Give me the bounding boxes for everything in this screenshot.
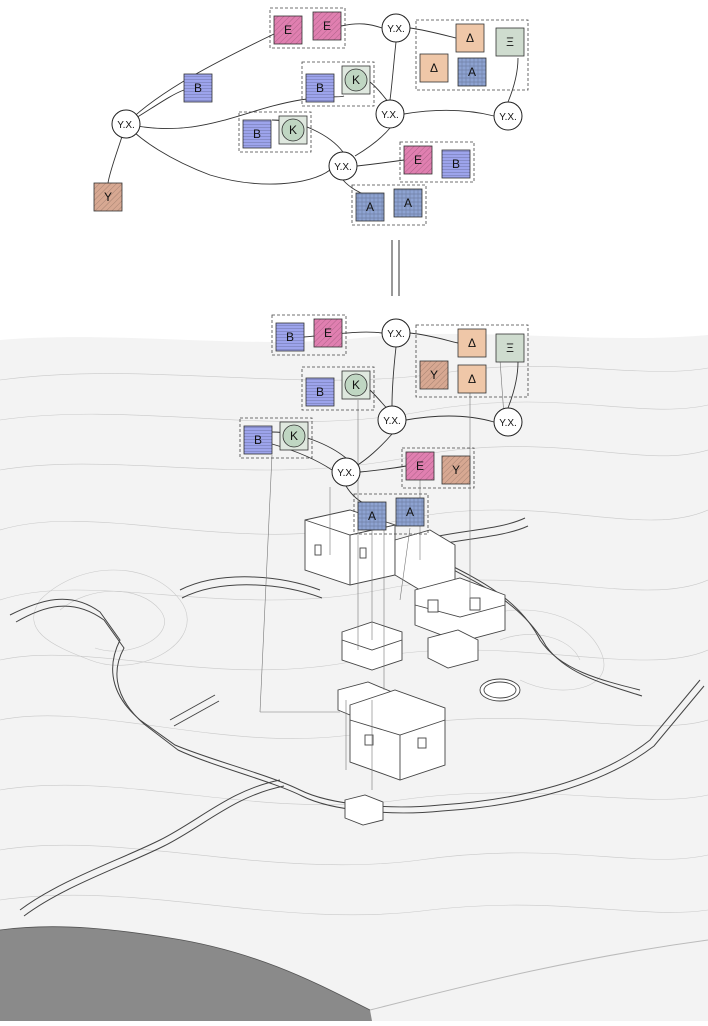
room-delta-node: Δ bbox=[420, 54, 448, 82]
room-label: B bbox=[253, 127, 261, 141]
room-label: E bbox=[414, 153, 422, 167]
connector-edge bbox=[357, 160, 404, 166]
junction-node: Y.X. bbox=[378, 406, 406, 434]
room-a-node: A bbox=[394, 189, 422, 217]
equals-separator bbox=[392, 240, 399, 296]
room-k-node: K bbox=[342, 66, 370, 94]
room-k-node: K bbox=[280, 422, 308, 450]
room-label: Δ bbox=[468, 372, 476, 386]
junction-node: Y.X. bbox=[382, 14, 410, 42]
room-b-node: B bbox=[306, 378, 334, 406]
terrain-drawing bbox=[0, 334, 708, 1021]
room-label: K bbox=[289, 123, 297, 137]
room-e-node: E bbox=[404, 146, 432, 174]
room-b-node: B bbox=[184, 74, 212, 102]
room-e-node: E bbox=[314, 319, 342, 347]
room-y-node: Y bbox=[420, 361, 448, 389]
junction-label: Y.X. bbox=[117, 120, 135, 131]
connector-edge bbox=[508, 58, 518, 102]
room-label: Δ bbox=[466, 31, 474, 45]
room-label: Δ bbox=[430, 61, 438, 75]
room-label: A bbox=[368, 509, 376, 523]
room-label: B bbox=[452, 157, 460, 171]
terrain-plane bbox=[0, 334, 708, 1021]
room-b-node: B bbox=[276, 323, 304, 351]
junction-label: Y.X. bbox=[387, 24, 405, 35]
room-label: E bbox=[323, 19, 331, 33]
junction-node: Y.X. bbox=[332, 458, 360, 486]
room-b-node: B bbox=[243, 120, 271, 148]
connector-edge bbox=[355, 128, 390, 156]
junction-label: Y.X. bbox=[499, 112, 517, 123]
room-delta-node: Δ bbox=[456, 24, 484, 52]
room-k-node: K bbox=[279, 116, 307, 144]
junction-node: Y.X. bbox=[112, 110, 140, 138]
room-e-node: E bbox=[274, 16, 302, 44]
room-label: Δ bbox=[468, 336, 476, 350]
room-label: Y bbox=[104, 190, 112, 204]
junction-label: Y.X. bbox=[381, 110, 399, 121]
room-a-node: A bbox=[358, 502, 386, 530]
room-e-node: E bbox=[313, 12, 341, 40]
room-label: B bbox=[286, 330, 294, 344]
room-e-node: E bbox=[406, 452, 434, 480]
connector-edge bbox=[404, 110, 494, 116]
room-label: E bbox=[324, 326, 332, 340]
room-label: Y bbox=[452, 463, 460, 477]
room-label: B bbox=[254, 433, 262, 447]
room-xi-node: Ξ bbox=[496, 334, 524, 362]
junction-label: Y.X. bbox=[337, 468, 355, 479]
room-label: Y bbox=[430, 368, 438, 382]
connector-edge bbox=[390, 42, 396, 100]
room-label: B bbox=[316, 385, 324, 399]
room-delta-node: Δ bbox=[458, 365, 486, 393]
junction-node: Y.X. bbox=[376, 100, 404, 128]
connector-edge bbox=[341, 24, 382, 28]
room-label: E bbox=[284, 23, 292, 37]
room-y-node: Y bbox=[442, 456, 470, 484]
room-b-node: B bbox=[306, 74, 334, 102]
room-label: A bbox=[404, 196, 412, 210]
junction-node: Y.X. bbox=[494, 102, 522, 130]
junction-label: Y.X. bbox=[499, 418, 517, 429]
junction-node: Y.X. bbox=[382, 319, 410, 347]
room-label: K bbox=[352, 73, 360, 87]
junction-node: Y.X. bbox=[494, 408, 522, 436]
room-xi-node: Ξ bbox=[496, 28, 524, 56]
room-label: Ξ bbox=[506, 35, 514, 49]
room-k-node: K bbox=[342, 371, 370, 399]
room-label: E bbox=[416, 459, 424, 473]
room-label: B bbox=[316, 81, 324, 95]
room-label: A bbox=[468, 65, 476, 79]
junction-label: Y.X. bbox=[334, 162, 352, 173]
room-a-node: A bbox=[396, 498, 424, 526]
room-y-node: Y bbox=[94, 183, 122, 211]
top-graph: E E Y.X. Δ Ξ Δ A B K B Y.X. Y.X. Y.X. B K Y.X. E B Y A A bbox=[94, 8, 528, 225]
room-label: K bbox=[290, 429, 298, 443]
room-b-node: B bbox=[442, 150, 470, 178]
room-label: A bbox=[406, 505, 414, 519]
room-a-node: A bbox=[356, 193, 384, 221]
connector-edge bbox=[410, 28, 456, 38]
room-label: B bbox=[194, 81, 202, 95]
room-label: Ξ bbox=[506, 341, 514, 355]
room-label: K bbox=[352, 378, 360, 392]
junction-label: Y.X. bbox=[387, 329, 405, 340]
room-b-node: B bbox=[244, 426, 272, 454]
room-label: A bbox=[366, 200, 374, 214]
junction-label: Y.X. bbox=[383, 416, 401, 427]
room-delta-node: Δ bbox=[458, 329, 486, 357]
room-a-node: A bbox=[458, 58, 486, 86]
junction-node: Y.X. bbox=[329, 152, 357, 180]
